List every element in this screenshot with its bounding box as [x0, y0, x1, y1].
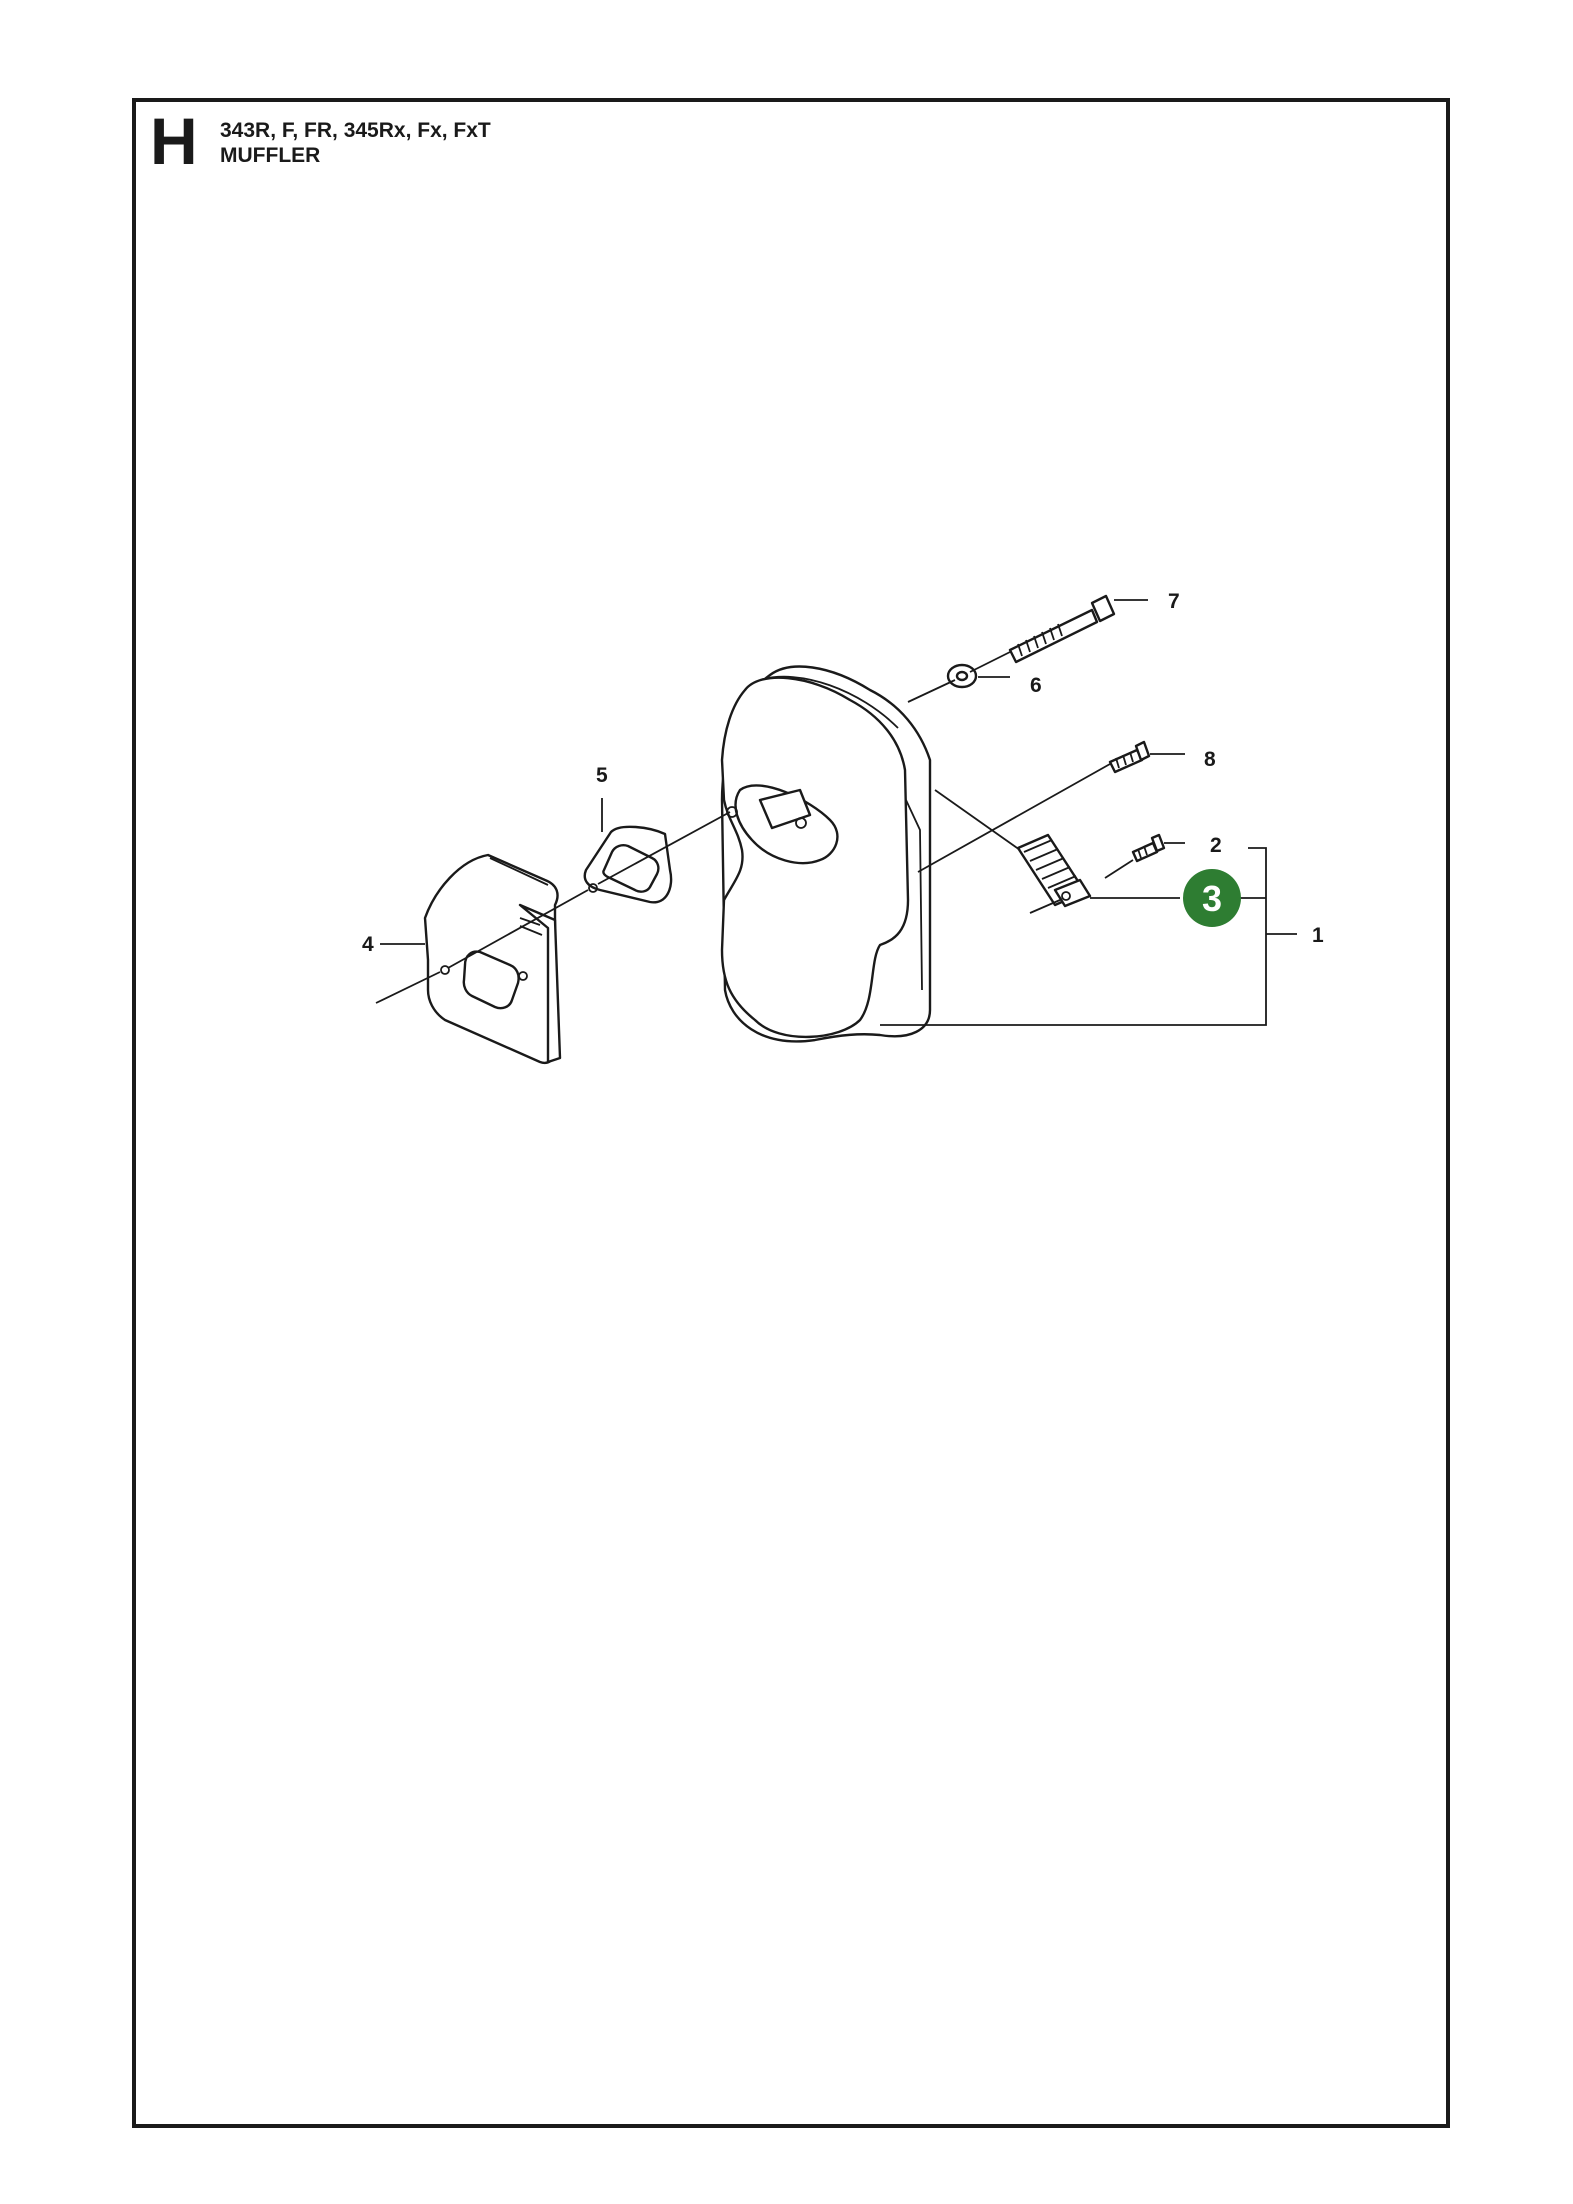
callout-4: 4 [362, 933, 374, 956]
section-letter: H [150, 104, 198, 178]
gasket-part [583, 825, 673, 904]
callout-3: 3 [1202, 878, 1222, 919]
highlight-badge-3: 3 [1183, 869, 1241, 927]
callout-5: 5 [596, 764, 608, 787]
screw-2-part [1131, 833, 1166, 863]
callout-2: 2 [1210, 834, 1222, 857]
section-title: MUFFLER [220, 144, 321, 167]
callout-8: 8 [1204, 748, 1216, 771]
model-list: 343R, F, FR, 345Rx, Fx, FxT [220, 119, 491, 142]
callout-1: 1 [1312, 924, 1324, 947]
leader-lines [375, 599, 1297, 1026]
spark-arrestor-screen-part [1016, 833, 1092, 908]
callout-7: 7 [1168, 590, 1180, 613]
washer-part [946, 663, 978, 689]
page-frame [132, 98, 1450, 2128]
callout-6: 6 [1030, 674, 1042, 697]
screw-part [1108, 740, 1151, 774]
heat-shield-part [423, 853, 562, 1064]
muffler-part [720, 665, 932, 1043]
long-bolt-part [1008, 594, 1116, 664]
